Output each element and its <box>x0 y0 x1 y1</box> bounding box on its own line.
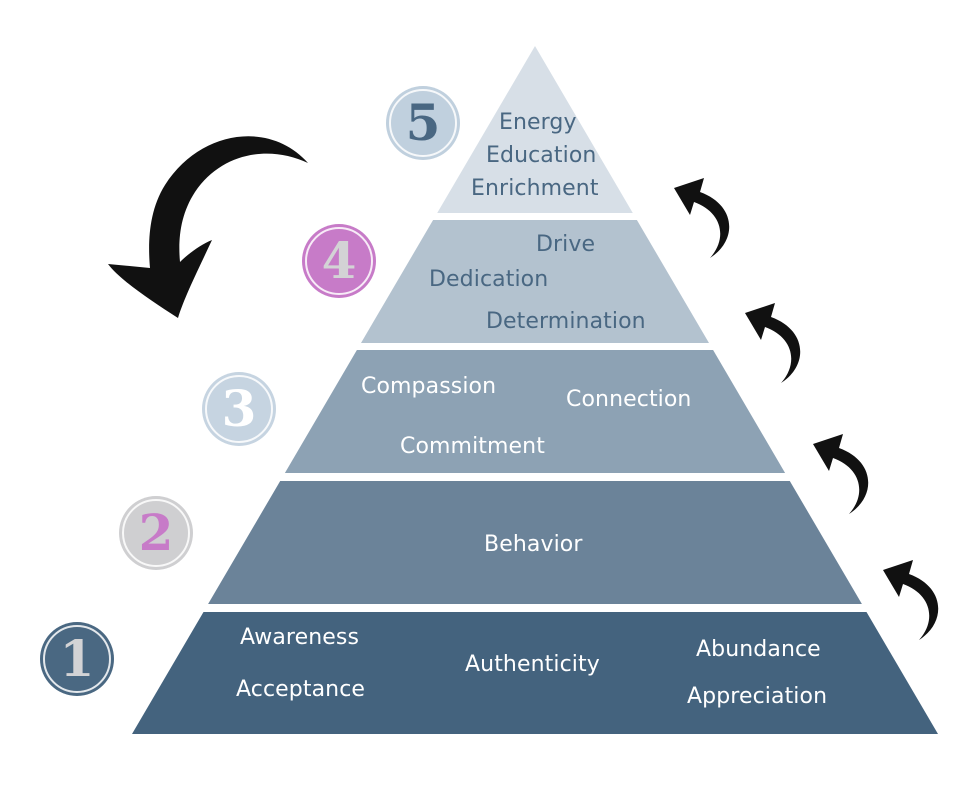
tier-1-label-acceptance: Acceptance <box>236 677 366 702</box>
tier-2-label-behavior: Behavior <box>484 532 583 557</box>
tier-5-label-enrichment: Enrichment <box>471 176 599 201</box>
level-5-badge: 5 <box>386 86 460 160</box>
small-curved-arrow-icon <box>745 303 801 383</box>
large-curved-arrow-icon <box>108 136 308 318</box>
badge-ring <box>205 375 273 443</box>
tier-3-shape <box>284 350 786 473</box>
tier-1-label-appreciation: Appreciation <box>687 684 828 709</box>
badge-ring <box>122 499 190 567</box>
tier-2-shape <box>208 481 862 604</box>
badge-number: 4 <box>321 231 357 290</box>
tier-5-label-energy: Energy <box>499 110 577 135</box>
tier-4-shape <box>361 220 709 343</box>
tier-4-label-dedication: Dedication <box>429 267 549 292</box>
tier-3-label-commitment: Commitment <box>400 434 545 459</box>
level-3-badge: 3 <box>202 372 276 446</box>
tier-3-label-compassion: Compassion <box>361 374 497 399</box>
level-2-badge: 2 <box>119 496 193 570</box>
badge-ring <box>389 89 457 157</box>
small-curved-arrow-icon <box>674 178 730 258</box>
tier-5-shape <box>437 46 633 213</box>
tier-1-shape <box>132 612 938 734</box>
tier-5-label-education: Education <box>486 143 597 168</box>
tier-4-label-determination: Determination <box>486 309 646 334</box>
badge-ring <box>305 227 373 295</box>
tier-4-label-drive: Drive <box>536 232 596 257</box>
tier-1-label-awareness: Awareness <box>240 625 360 650</box>
badge-ring <box>43 625 111 693</box>
level-4-badge: 4 <box>302 224 376 298</box>
badge-number: 2 <box>138 503 174 562</box>
tier-3-label-connection: Connection <box>566 387 692 412</box>
small-curved-arrow-icon <box>813 434 869 514</box>
level-1-badge: 1 <box>40 622 114 696</box>
tier-1-label-abundance: Abundance <box>696 637 821 662</box>
badge-number: 1 <box>59 629 95 688</box>
badge-number: 5 <box>405 93 441 152</box>
badge-number: 3 <box>221 379 257 438</box>
tier-1-label-authenticity: Authenticity <box>465 652 600 677</box>
small-curved-arrow-icon <box>883 560 939 640</box>
